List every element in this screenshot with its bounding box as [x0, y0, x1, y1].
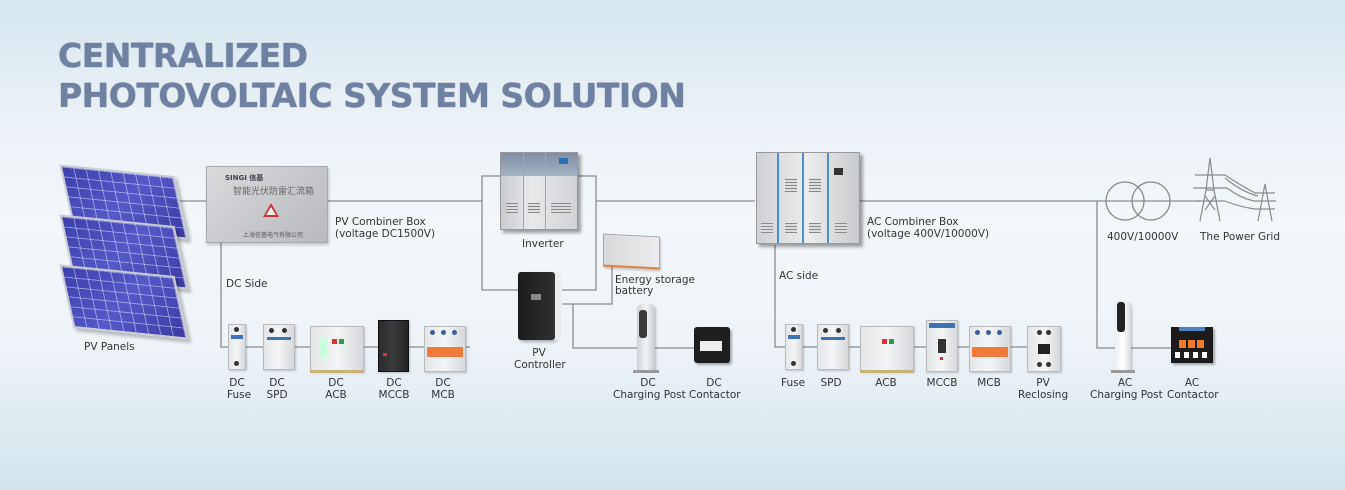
title-line-2: PHOTOVOLTAIC SYSTEM SOLUTION: [58, 76, 686, 115]
ac-mcb-label: MCB: [977, 377, 1001, 389]
ac-mccb-label: MCCB: [926, 377, 958, 389]
pv-reclosing-image: [1027, 326, 1061, 372]
dc-mcb-image: [424, 326, 466, 372]
ac-fuse-image: [785, 324, 803, 370]
pv-combiner-box-image: SINGI 信基 智能光伏防雷汇流箱 上海信基电气有限公司: [206, 166, 328, 243]
dc-mccb-image: [378, 320, 409, 372]
ac-spd-label: SPD: [820, 377, 842, 389]
power-grid-icon: [1193, 157, 1276, 222]
dc-acb-image: [310, 326, 364, 373]
wire-ac-charging: [1096, 201, 1180, 349]
transformer-icon: [1105, 181, 1171, 221]
pv-panels-label: PV Panels: [84, 341, 135, 353]
energy-storage-battery-image: [603, 233, 660, 270]
ac-acb-label: ACB: [875, 377, 897, 389]
wire-controller-charging: [572, 304, 700, 349]
pv-controller-image: [518, 272, 555, 340]
inverter-label: Inverter: [522, 238, 564, 250]
combiner-chinese-company: 上海信基电气有限公司: [243, 232, 304, 239]
dc-fuse-image: [228, 324, 246, 370]
dc-spd-image: [263, 324, 295, 370]
ac-spd-image: [817, 324, 849, 370]
ac-contactor-image: [1171, 327, 1213, 363]
page-title: CENTRALIZED PHOTOVOLTAIC SYSTEM SOLUTION: [58, 36, 686, 116]
combiner-brand: SINGI 信基: [225, 174, 264, 182]
ac-acb-image: [860, 326, 914, 373]
dc-charging-post-image: [633, 304, 659, 373]
ac-combiner-box-label: AC Combiner Box (voltage 400V/10000V): [867, 216, 990, 240]
ac-combiner-box-image: [756, 152, 860, 244]
ac-fuse-label: Fuse: [781, 377, 806, 389]
title-line-1: CENTRALIZED: [58, 36, 308, 75]
ac-charging-post-image: [1111, 302, 1135, 373]
dc-side-label: DC Side: [226, 278, 268, 290]
dc-contactor-image: [694, 327, 730, 363]
inverter-image: [500, 152, 578, 230]
wire-controller-battery: [562, 265, 613, 305]
ac-side-label: AC side: [779, 270, 819, 282]
warning-icon: [263, 203, 279, 217]
wire-inverter-right: [562, 175, 597, 291]
pv-combiner-box-label: PV Combiner Box (voltage DC1500V): [335, 216, 436, 240]
wire-inverter-loop: [481, 175, 518, 291]
transformer-label: 400V/10000V: [1107, 231, 1179, 243]
ac-mccb-image: [926, 320, 958, 372]
power-grid-label: The Power Grid: [1200, 231, 1280, 243]
ac-mcb-image: [969, 326, 1011, 372]
combiner-chinese-title: 智能光伏防雷汇流箱: [233, 187, 315, 197]
